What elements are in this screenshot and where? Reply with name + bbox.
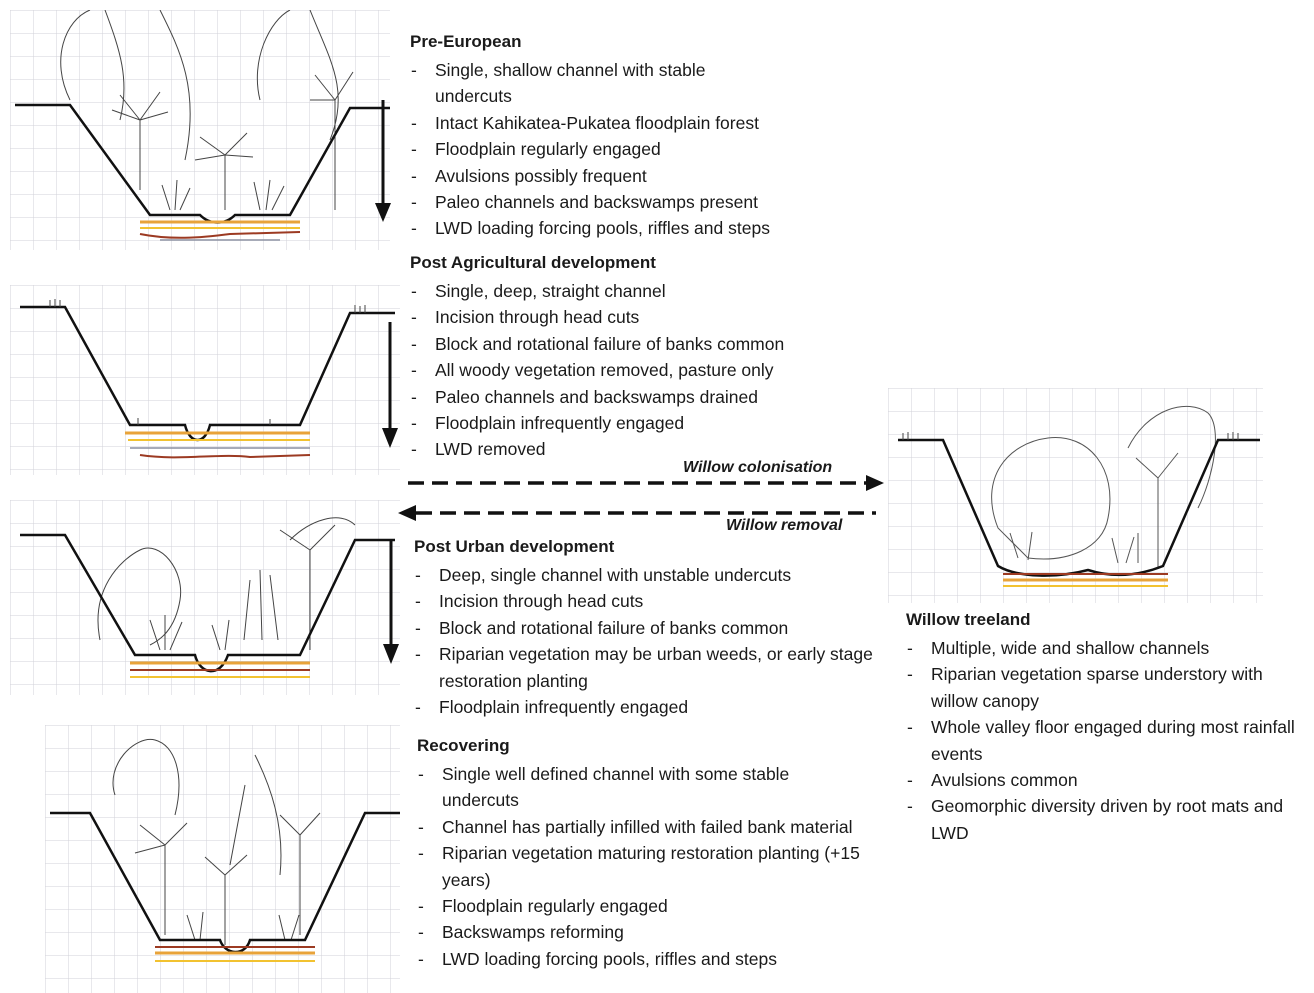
list-item: Incision through head cuts bbox=[414, 588, 889, 614]
stage-willow-treeland: Willow treeland Multiple, wide and shall… bbox=[906, 609, 1306, 846]
stage-title: Post Urban development bbox=[414, 536, 889, 558]
list-item: Floodplain infrequently engaged bbox=[414, 694, 889, 720]
list-item: Floodplain infrequently engaged bbox=[410, 410, 880, 436]
list-item: Floodplain regularly engaged bbox=[410, 136, 880, 162]
stage-pre-european: Pre-European Single, shallow channel wit… bbox=[410, 31, 880, 242]
list-item: Paleo channels and backswamps present bbox=[410, 189, 880, 215]
list-item: Riparian vegetation maturing restoration… bbox=[417, 840, 892, 893]
list-item: Paleo channels and backswamps drained bbox=[410, 384, 880, 410]
post-agricultural-sketch bbox=[10, 285, 400, 475]
willow-colonisation-arrow bbox=[408, 474, 886, 492]
recovering-sketch bbox=[45, 725, 400, 993]
post-urban-sketch bbox=[10, 500, 400, 695]
list-item: Whole valley floor engaged during most r… bbox=[906, 714, 1314, 767]
list-item: Riparian vegetation sparse understory wi… bbox=[906, 661, 1291, 714]
list-item: Backswamps reforming bbox=[417, 919, 892, 945]
willow-treeland-sketch bbox=[888, 388, 1263, 603]
list-item: LWD loading forcing pools, riffles and s… bbox=[417, 946, 892, 972]
list-item: Block and rotational failure of banks co… bbox=[414, 615, 889, 641]
list-item: Single, shallow channel with stable unde… bbox=[410, 57, 765, 110]
list-item: Geomorphic diversity driven by root mats… bbox=[906, 793, 1314, 846]
stage-title: Post Agricultural development bbox=[410, 252, 880, 274]
list-item: Avulsions common bbox=[906, 767, 1306, 793]
list-item: Deep, single channel with unstable under… bbox=[414, 562, 889, 588]
stage-title: Willow treeland bbox=[906, 609, 1306, 631]
list-item: Riparian vegetation may be urban weeds, … bbox=[414, 641, 889, 694]
pre-european-sketch bbox=[10, 10, 390, 250]
list-item: Multiple, wide and shallow channels bbox=[906, 635, 1306, 661]
stage-post-urban: Post Urban development Deep, single chan… bbox=[414, 536, 889, 720]
stage-title: Pre-European bbox=[410, 31, 880, 53]
list-item: Single well defined channel with some st… bbox=[417, 761, 862, 814]
list-item: LWD loading forcing pools, riffles and s… bbox=[410, 215, 880, 241]
list-item: Incision through head cuts bbox=[410, 304, 880, 330]
down-arrow-3 bbox=[381, 540, 401, 666]
list-item: Intact Kahikatea-Pukatea floodplain fore… bbox=[410, 110, 880, 136]
willow-removal-label: Willow removal bbox=[726, 517, 842, 535]
stage-post-agricultural: Post Agricultural development Single, de… bbox=[410, 252, 880, 463]
list-item: Single, deep, straight channel bbox=[410, 278, 880, 304]
list-item: All woody vegetation removed, pasture on… bbox=[410, 357, 880, 383]
down-arrow-2 bbox=[380, 322, 400, 450]
stage-recovering: Recovering Single well defined channel w… bbox=[417, 735, 892, 972]
stage-title: Recovering bbox=[417, 735, 892, 757]
list-item: Floodplain regularly engaged bbox=[417, 893, 892, 919]
list-item: Avulsions possibly frequent bbox=[410, 163, 880, 189]
list-item: Channel has partially infilled with fail… bbox=[417, 814, 862, 840]
down-arrow-1 bbox=[373, 100, 393, 225]
list-item: Block and rotational failure of banks co… bbox=[410, 331, 880, 357]
